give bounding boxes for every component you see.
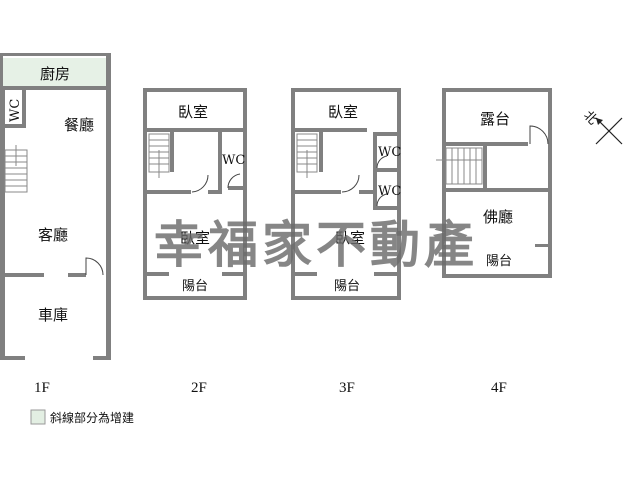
north-arrow-icon: 北 <box>580 108 623 145</box>
floor-4f-plan: 露台 佛廳 陽台 <box>436 88 552 278</box>
compass-label: 北 <box>580 108 600 128</box>
garage-label: 車庫 <box>38 306 68 324</box>
balcony-3f-label: 陽台 <box>334 279 360 294</box>
legend-text: 斜線部分為增建 <box>50 410 134 425</box>
floor-3f-plan: 臥室 WC WC 臥室 陽台 <box>291 88 401 300</box>
bedroom-2f-main-label: 臥室 <box>180 229 210 247</box>
floor-label-2f: 2F <box>191 380 207 396</box>
legend-swatch <box>30 409 46 425</box>
living-label: 客廳 <box>38 226 68 244</box>
floor-label-3f: 3F <box>339 380 355 396</box>
floor-1f-plan: 廚房 WC 餐廳 客廳 車庫 <box>0 53 111 360</box>
balcony-2f-label: 陽台 <box>182 279 208 294</box>
dining-label: 餐廳 <box>64 116 94 134</box>
wc-1f-label: WC <box>8 99 23 122</box>
kitchen-extension-area <box>2 58 107 90</box>
buddha-hall-label: 佛廳 <box>483 208 513 226</box>
bedroom-2f-top-label: 臥室 <box>178 103 208 121</box>
floor-label-4f: 4F <box>491 380 507 396</box>
watermark-text: 幸福家不動產 <box>154 216 478 274</box>
bedroom-3f-top-label: 臥室 <box>328 103 358 121</box>
wc-2f-label: WC <box>222 153 245 168</box>
kitchen-label: 廚房 <box>40 65 70 83</box>
balcony-4f-label: 陽台 <box>486 254 512 269</box>
wc-3f-a-label: WC <box>378 145 401 160</box>
floor-label-1f: 1F <box>34 380 50 396</box>
bedroom-3f-main-label: 臥室 <box>335 229 365 247</box>
wc-3f-b-label: WC <box>378 184 401 199</box>
terrace-4f-label: 露台 <box>480 110 510 128</box>
floor-2f-plan: 臥室 WC 臥室 陽台 <box>143 88 247 300</box>
